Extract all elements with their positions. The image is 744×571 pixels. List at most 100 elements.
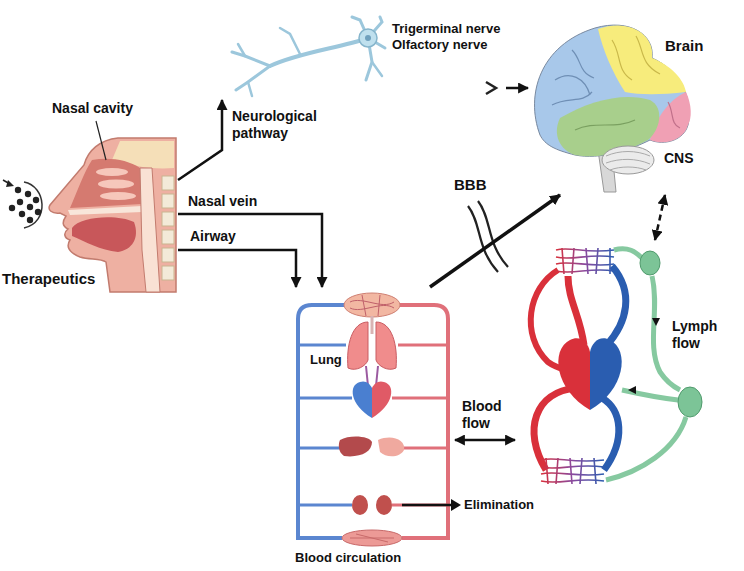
therapeutic-particles (3, 180, 42, 228)
therapeutic-particles (6, 180, 14, 187)
lymph-illustration (556, 263, 614, 265)
lymph-illustration (628, 386, 636, 394)
circulation-illustration (352, 495, 368, 515)
neuron-illustration (270, 38, 368, 66)
head-illustration (49, 138, 176, 292)
therapeutics-label: Therapeutics (2, 270, 112, 288)
circulation-illustration (353, 381, 372, 418)
lymph-illustration (556, 249, 614, 251)
lymph-illustration (606, 417, 686, 480)
neuron-illustration: Trigerminal nerve Olfactory nerve (212, 15, 506, 100)
head-illustration (100, 192, 136, 200)
lymph-illustration: Lymph flow (515, 240, 726, 495)
elimination-arrow (402, 504, 452, 507)
brain-illustration (598, 26, 686, 95)
neuron-illustration (372, 62, 382, 76)
therapeutic-particles (25, 191, 31, 197)
circulation-illustration (378, 438, 404, 457)
head-illustration (49, 138, 176, 292)
circulation-illustration (376, 495, 392, 515)
neuron-illustration (248, 82, 252, 96)
lymph-illustration (590, 338, 622, 410)
lymph-illustration (556, 256, 614, 258)
circulation-illustration (371, 316, 374, 334)
edge-label: Neurological pathway (230, 108, 334, 142)
circulation-illustration (350, 295, 394, 316)
lymph-illustration (534, 388, 576, 470)
node-text: Blood circulation (295, 550, 450, 566)
lymph-illustration (622, 390, 678, 400)
head-illustration: Nasal cavity (30, 96, 178, 258)
lymph-illustration (562, 248, 610, 274)
circulation-illustration (344, 293, 400, 317)
lymph-illustration (606, 266, 626, 346)
node-text: Nasal cavity (52, 100, 162, 117)
node-text: CNS (664, 150, 709, 167)
lymph-illustration (602, 398, 619, 470)
lymph-illustration (541, 458, 604, 484)
circulation-illustration (350, 534, 394, 542)
head-illustration (162, 230, 174, 244)
circulation-illustration (298, 345, 352, 505)
lymph-illustration (546, 458, 596, 484)
head-illustration (96, 168, 128, 176)
circulation-illustration (372, 381, 391, 418)
therapeutic-particles (27, 217, 33, 223)
leader-line (96, 121, 106, 160)
circulation-illustration (376, 322, 396, 369)
head-illustration (162, 176, 174, 190)
circulation-illustration (400, 305, 448, 538)
circulation-illustration: LungBlood circulation (290, 287, 455, 568)
brain-illustration (557, 97, 659, 156)
synapse-symbol (486, 82, 496, 94)
therapeutic-particles (19, 211, 25, 217)
brain-illustration (552, 92, 592, 105)
lymph-illustration (531, 248, 702, 484)
head-illustration (72, 217, 136, 252)
connector-arrow (178, 100, 222, 180)
circulation-illustration (348, 322, 368, 369)
brain-illustration (555, 76, 590, 95)
therapeutic-particles (33, 197, 39, 203)
head-illustration (70, 159, 142, 208)
neuron-illustration (236, 66, 270, 90)
circulation-illustration (392, 345, 448, 505)
elimination-arrow (451, 499, 461, 511)
head-illustration (68, 206, 142, 215)
elimination-arrow (402, 499, 461, 511)
elimination-label: Elimination (464, 497, 544, 513)
neuron-illustration (365, 35, 371, 41)
neuron-illustration (232, 52, 270, 66)
brain-illustration (602, 146, 654, 174)
lymph-illustration (556, 270, 614, 272)
synapse-symbol (486, 82, 496, 94)
head-illustration (98, 180, 134, 189)
node-text: Lymph flow (672, 318, 724, 352)
edge-label: Airway (188, 228, 262, 245)
connector-arrow (455, 439, 515, 442)
connector-arrow (655, 195, 665, 240)
connector-arrow (178, 214, 322, 287)
therapeutic-particles (24, 182, 42, 228)
circulation-illustration (339, 436, 372, 456)
head-illustration (162, 212, 174, 226)
therapeutic-particles (15, 187, 21, 193)
lymph-illustration (678, 387, 702, 417)
circulation-illustration (298, 305, 344, 538)
node-text: Trigerminal nerve Olfactory nerve (392, 21, 504, 52)
lymph-illustration (614, 249, 642, 258)
head-illustration (162, 248, 174, 262)
connector-arrow (506, 87, 528, 90)
connector-arrow (178, 250, 296, 287)
brain-illustration (668, 102, 680, 128)
head-illustration (162, 194, 174, 208)
leader-line (96, 121, 106, 160)
lymph-illustration (556, 248, 614, 274)
therapeutic-particles (35, 209, 41, 215)
node-text: Brain (665, 37, 713, 55)
brain-illustration (612, 40, 632, 80)
node-text: Lung (310, 352, 350, 368)
therapeutic-particles (27, 204, 33, 210)
